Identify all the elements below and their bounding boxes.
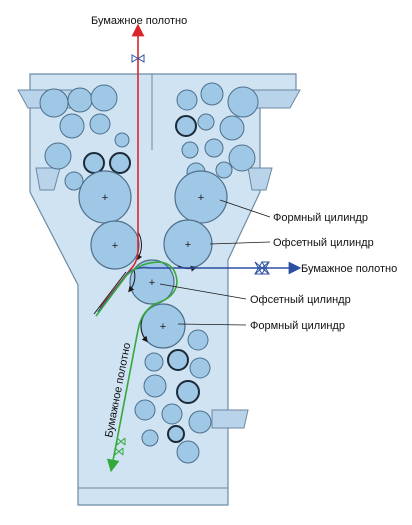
upper-left-roller-train	[39, 84, 131, 191]
leader-plate-upper-right	[219, 199, 271, 218]
web-path-dark	[93, 271, 127, 315]
rotation-arrow-upper-offset	[136, 231, 143, 261]
plate-cylinder-upper-right: +	[174, 170, 228, 224]
leader-offset-lower	[159, 283, 247, 300]
plus-icon: +	[149, 277, 155, 289]
lower-roller-train	[134, 329, 212, 464]
rotation-arrow-lower-offset	[128, 269, 136, 293]
plus-icon: +	[102, 192, 108, 204]
leader-plate-lower	[177, 323, 247, 326]
plus-icon: +	[198, 192, 204, 204]
web-path-green	[95, 261, 178, 473]
lower-right-shelf	[211, 409, 249, 429]
bowtie-icon	[114, 437, 126, 456]
plate-cylinder-upper-left: +	[78, 170, 132, 224]
bowtie-icon	[254, 261, 270, 275]
offset-cylinder-upper-right: +	[163, 219, 213, 269]
plus-icon: +	[185, 239, 191, 251]
label-offset-cylinder-lower: Офсетный цилиндр	[250, 294, 351, 306]
label-web-right: Бумажное полотно	[301, 263, 397, 275]
bowtie-icon	[131, 54, 145, 63]
web-path-red	[99, 23, 145, 309]
label-web-top: Бумажное полотно	[91, 15, 187, 27]
label-plate-cylinder-upper-right: Формный цилиндр	[273, 212, 368, 224]
offset-cylinder-upper-left: +	[90, 220, 140, 270]
mid-right-bracket	[247, 167, 273, 191]
plus-icon: +	[112, 240, 118, 252]
plus-icon: +	[160, 321, 166, 333]
label-offset-cylinder-upper-right: Офсетный цилиндр	[273, 237, 374, 249]
leader-offset-upper-right	[209, 241, 271, 245]
label-plate-cylinder-lower: Формный цилиндр	[250, 320, 345, 332]
offset-cylinder-lower: +	[129, 259, 175, 305]
